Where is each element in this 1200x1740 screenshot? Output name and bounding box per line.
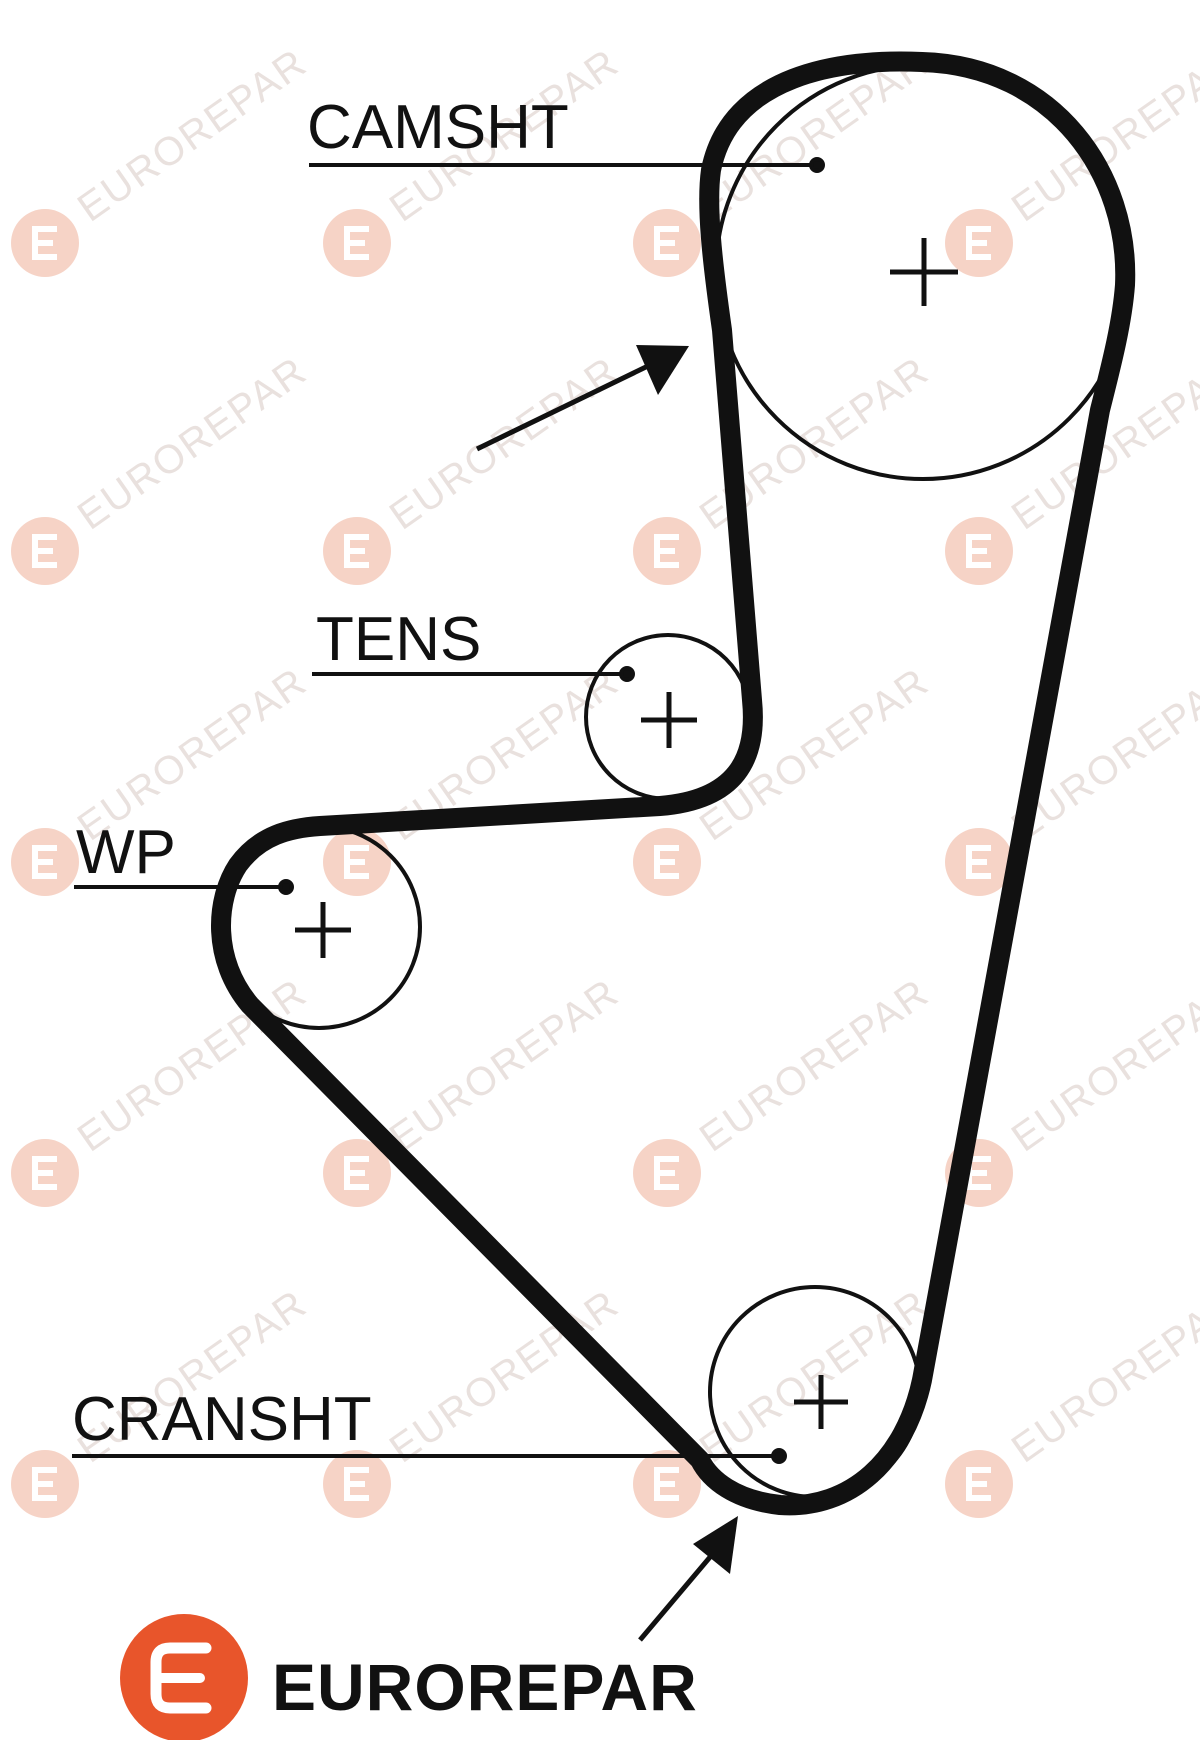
- crankshaft-center-cross: [794, 1375, 848, 1429]
- watermark-tile: EUROREPAR: [633, 659, 937, 896]
- tensioner-center-cross: [641, 692, 697, 748]
- watermark-tile: EUROREPAR: [633, 1281, 937, 1518]
- watermark-text: EUROREPAR: [70, 970, 315, 1160]
- water-pump-label: WP: [76, 818, 176, 887]
- tensioner-label: TENS: [316, 605, 481, 674]
- watermark-text: EUROREPAR: [692, 970, 937, 1160]
- watermark-tile: EUROREPAR: [11, 40, 315, 277]
- pulleys: [216, 63, 1132, 1499]
- watermark-logo-mark: [344, 226, 369, 260]
- watermark-logo-mark: [32, 226, 57, 260]
- pulley-centers: [295, 238, 958, 1429]
- brand-logo: EUROREPAR: [120, 1614, 698, 1740]
- watermark-tile: EUROREPAR: [323, 659, 627, 896]
- watermark-logo-mark: [654, 226, 679, 260]
- watermark-tile: EUROREPAR: [323, 970, 627, 1207]
- crankshaft-label: CRANSHT: [72, 1385, 372, 1454]
- timing-belt: [211, 51, 1136, 1516]
- watermark-text: EUROREPAR: [692, 659, 937, 849]
- belt-direction-arrow-upper: [475, 345, 689, 452]
- watermark-tile: EUROREPAR: [945, 659, 1200, 896]
- watermark-logo-mark: [654, 1156, 679, 1190]
- tensioner-leader-dot: [619, 666, 635, 682]
- watermark-logo-mark: [966, 1467, 991, 1501]
- watermark-logo-mark: [966, 226, 991, 260]
- watermark-logo-mark: [32, 1467, 57, 1501]
- crankshaft-leader-dot: [771, 1448, 787, 1464]
- watermark-text: EUROREPAR: [382, 1281, 627, 1471]
- watermark-logo-mark: [966, 845, 991, 879]
- water-pump-leader-dot: [278, 879, 294, 895]
- watermark-logo-mark: [966, 534, 991, 568]
- camshaft-leader-dot: [809, 157, 825, 173]
- watermark-tile: EUROREPAR: [945, 1281, 1200, 1518]
- camshaft-center-cross: [890, 238, 958, 306]
- watermark-text: EUROREPAR: [1004, 970, 1200, 1160]
- watermark-logo-mark: [344, 845, 369, 879]
- watermark-logo-mark: [32, 1156, 57, 1190]
- watermark-logo-mark: [654, 845, 679, 879]
- brand-name: EUROREPAR: [272, 1650, 698, 1724]
- watermark-tile: EUROREPAR: [11, 348, 315, 585]
- watermark-text: EUROREPAR: [70, 348, 315, 538]
- eurorepar-e-logo-icon: [120, 1614, 248, 1740]
- belt-direction-arrow-lower: [638, 1516, 738, 1642]
- rotation-arrows: [475, 345, 738, 1642]
- watermark-text: EUROREPAR: [382, 970, 627, 1160]
- watermark-logo-mark: [654, 534, 679, 568]
- watermark-logo-mark: [344, 1156, 369, 1190]
- camshaft-label: CAMSHT: [307, 93, 569, 162]
- watermark-logo-mark: [654, 1467, 679, 1501]
- leader-lines: [72, 157, 825, 1464]
- watermark-text: EUROREPAR: [70, 40, 315, 230]
- watermark-logo-mark: [344, 1467, 369, 1501]
- water-pump-center-cross: [295, 902, 351, 958]
- watermark-logo-mark: [32, 845, 57, 879]
- watermark-tile: EUROREPAR: [323, 348, 627, 585]
- component-labels: CAMSHT TENS WP CRANSHT: [72, 93, 569, 1454]
- watermark-logo-mark: [32, 534, 57, 568]
- watermark-tile: EUROREPAR: [633, 348, 937, 585]
- watermark-logo-mark: [344, 534, 369, 568]
- watermark-text: EUROREPAR: [382, 348, 627, 538]
- watermark-tile: EUROREPAR: [633, 970, 937, 1207]
- watermark-text: EUROREPAR: [1004, 1281, 1200, 1471]
- watermark-tile: EUROREPAR: [11, 970, 315, 1207]
- watermark-text: EUROREPAR: [1004, 40, 1200, 230]
